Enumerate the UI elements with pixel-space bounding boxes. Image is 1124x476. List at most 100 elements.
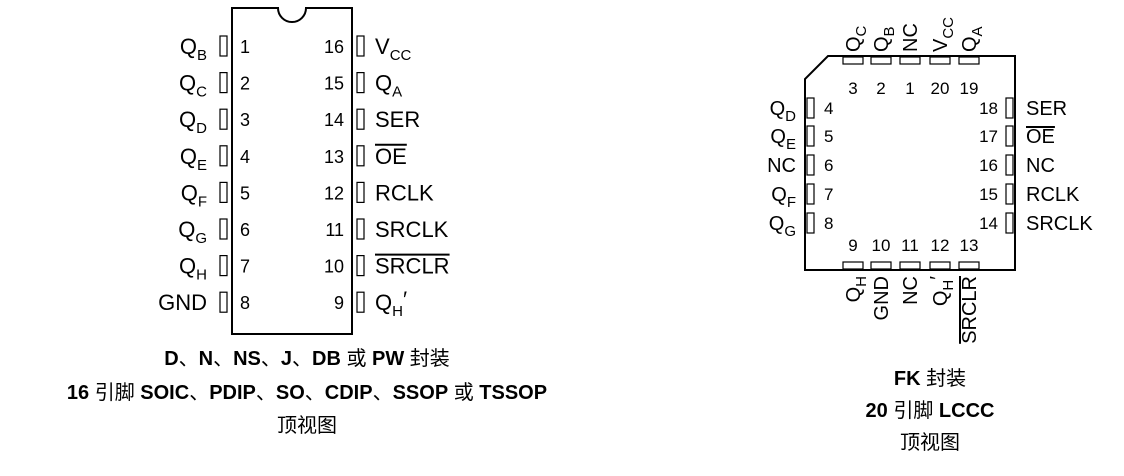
pin-number: 16 bbox=[979, 156, 998, 175]
pin-number: 9 bbox=[848, 236, 857, 255]
pin-label: QC bbox=[843, 25, 870, 52]
pin-label: QA bbox=[375, 71, 402, 101]
pin-lead bbox=[870, 261, 892, 270]
pin-label: NC bbox=[900, 23, 922, 52]
pin-label: QH′ bbox=[927, 276, 957, 306]
pin-label: OE bbox=[1026, 126, 1055, 148]
pin-number: 2 bbox=[240, 74, 250, 94]
pin-label: QA bbox=[959, 26, 986, 52]
pin-lead bbox=[219, 108, 228, 130]
pin-label-group: NC bbox=[900, 276, 922, 305]
pin-label-group: QA bbox=[959, 26, 986, 52]
pin-label: GND bbox=[871, 276, 893, 320]
pin-label: QH bbox=[179, 254, 207, 284]
pin-label: NC bbox=[900, 276, 922, 305]
pin-label-group: QH′ bbox=[927, 276, 957, 306]
pin-number: 4 bbox=[824, 99, 833, 118]
pin-label: QG bbox=[769, 213, 796, 240]
pin-label: VCC bbox=[375, 34, 412, 64]
pin-lead bbox=[958, 261, 980, 270]
pin-label: GND bbox=[158, 290, 207, 315]
pin-label: SER bbox=[375, 107, 420, 132]
pin-number: 3 bbox=[848, 79, 857, 98]
pin-label: QC bbox=[179, 71, 207, 101]
pin-number: 11 bbox=[901, 236, 919, 255]
pin-lead bbox=[356, 255, 365, 277]
pin-lead bbox=[929, 56, 951, 65]
pin-lead bbox=[806, 154, 815, 176]
pin-number: 13 bbox=[960, 236, 979, 255]
pin-label: RCLK bbox=[375, 180, 434, 205]
pin-number: 2 bbox=[876, 79, 885, 98]
pin-label: QF bbox=[181, 180, 207, 210]
pin-lead bbox=[1005, 97, 1014, 119]
pin-label: QF bbox=[771, 184, 796, 211]
pin-number: 13 bbox=[324, 147, 344, 167]
pin-lead bbox=[356, 71, 365, 94]
lccc-caption-package: FK 封装 bbox=[894, 367, 966, 390]
pin-lead bbox=[356, 108, 365, 130]
pin-label: QE bbox=[770, 126, 796, 153]
pin-number: 9 bbox=[334, 293, 344, 313]
lccc-body-outline bbox=[804, 55, 1016, 271]
pin-lead bbox=[219, 255, 228, 277]
pin-lead bbox=[356, 181, 365, 203]
pin-label: SRCLK bbox=[375, 217, 449, 242]
pin-lead bbox=[842, 261, 864, 270]
pin-lead bbox=[219, 218, 228, 240]
pin-number: 6 bbox=[240, 220, 250, 240]
pin-lead bbox=[219, 291, 228, 313]
pin-number: 1 bbox=[240, 37, 250, 57]
pin-number: 12 bbox=[324, 183, 344, 203]
pin-lead bbox=[842, 56, 864, 65]
pin-label: SRCLR bbox=[959, 276, 981, 344]
pin-number: 4 bbox=[240, 147, 250, 167]
pin-label: QB bbox=[180, 34, 207, 64]
pin-number: 10 bbox=[324, 257, 344, 277]
pin-lead bbox=[219, 71, 228, 94]
pin-number: 17 bbox=[979, 127, 998, 146]
pin-label: SRCLK bbox=[1026, 213, 1093, 235]
pin-label-group: GND bbox=[871, 276, 893, 320]
pin-label: RCLK bbox=[1026, 184, 1080, 206]
pin-label-group: QB bbox=[871, 26, 898, 52]
pin-label: SER bbox=[1026, 98, 1067, 120]
pin-number: 16 bbox=[324, 37, 344, 57]
pin-number: 7 bbox=[240, 257, 250, 277]
pin-lead bbox=[806, 212, 815, 234]
pin-lead bbox=[356, 291, 365, 313]
pin-lead bbox=[929, 261, 951, 270]
pin-number: 5 bbox=[824, 127, 833, 146]
pin-lead bbox=[899, 56, 921, 65]
pin-number: 10 bbox=[872, 236, 891, 255]
pin-lead bbox=[356, 218, 365, 240]
pin-lead bbox=[1005, 183, 1014, 205]
pin-number: 14 bbox=[324, 110, 344, 130]
pin-number: 12 bbox=[931, 236, 950, 255]
pin-lead bbox=[356, 145, 365, 167]
pin-label-group: NC bbox=[900, 23, 922, 52]
pin-number: 19 bbox=[960, 79, 979, 98]
pin-lead bbox=[219, 35, 228, 57]
pin-number: 5 bbox=[240, 183, 250, 203]
pin-lead bbox=[899, 261, 921, 270]
pin-label: QG bbox=[178, 217, 207, 247]
pin-label: NC bbox=[767, 155, 796, 177]
pin-number: 15 bbox=[324, 74, 344, 94]
pin-number: 8 bbox=[824, 214, 833, 233]
dip-body-outline bbox=[231, 7, 353, 335]
pin-lead bbox=[806, 97, 815, 119]
pin-label: QE bbox=[180, 144, 207, 174]
pin-label: QD bbox=[179, 107, 207, 137]
pin-label: QH′ bbox=[375, 287, 407, 320]
pin-label: OE bbox=[375, 144, 407, 169]
pin-lead bbox=[1005, 212, 1014, 234]
pin-label-group: SRCLR bbox=[959, 276, 981, 344]
pin-label: NC bbox=[1026, 155, 1055, 177]
lccc-caption-view: 顶视图 bbox=[900, 431, 960, 454]
pin-label: QD bbox=[770, 98, 797, 125]
pin-label: VCC bbox=[930, 17, 957, 52]
